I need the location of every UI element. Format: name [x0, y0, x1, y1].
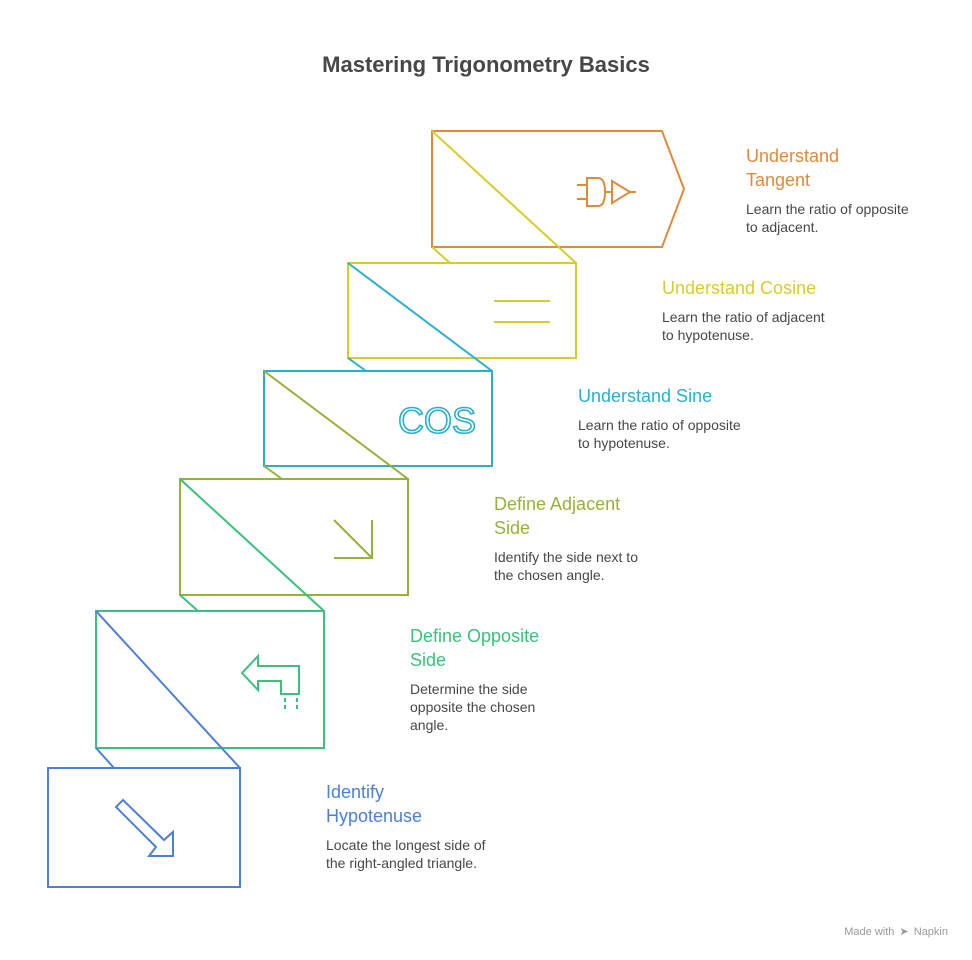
step-description: Learn the ratio of adjacent to hypotenus…: [662, 309, 825, 343]
step-description: Learn the ratio of opposite to hypotenus…: [578, 417, 741, 451]
turn-left-arrow-icon: [240, 653, 300, 712]
step-sine-fold-base: [263, 465, 283, 480]
step-tangent-fold-base: [431, 246, 451, 264]
step-tangent-box: [431, 130, 686, 248]
step-sine-text: Understand Sine Learn the ratio of oppos…: [578, 384, 741, 452]
step-title: Define Adjacent Side: [494, 494, 621, 538]
step-sine-box: [263, 370, 493, 467]
step-title: Identify Hypotenuse: [326, 782, 423, 826]
diagonal-arrow-icon: [114, 798, 174, 857]
step-description: Learn the ratio of opposite to adjacent.: [746, 201, 909, 235]
step-tangent-text: Understand Tangent Learn the ratio of op…: [746, 144, 909, 236]
step-description: Locate the longest side of the right-ang…: [326, 837, 486, 871]
step-cosine-box: [347, 262, 577, 359]
equals-icon: [494, 300, 550, 323]
step-adjacent-box: [179, 478, 409, 596]
step-adjacent-fold: [179, 478, 325, 612]
step-opposite-fold-base: [95, 747, 115, 769]
step-title: Understand Tangent: [746, 146, 840, 190]
step-adjacent-text: Define Adjacent Side Identify the side n…: [494, 492, 638, 584]
step-cosine-text: Understand Cosine Learn the ratio of adj…: [662, 276, 825, 344]
step-description: Determine the side opposite the chosen a…: [410, 681, 536, 733]
arrow-down-right-icon: [333, 519, 373, 559]
step-cosine-fold-base: [347, 357, 367, 372]
napkin-watermark: Made with ➤ Napkin: [844, 926, 948, 938]
step-opposite-box: [95, 610, 325, 749]
cos-text-icon: COS: [398, 400, 476, 441]
step-title: Understand Cosine: [662, 278, 817, 298]
step-opposite-text: Define Opposite Side Determine the side …: [410, 624, 539, 734]
step-title: Understand Sine: [578, 386, 713, 406]
page-title: Mastering Trigonometry Basics: [322, 52, 650, 77]
step-hypotenuse-box: [47, 767, 241, 888]
step-tangent-fold: [431, 130, 577, 264]
napkin-logo-icon: ➤: [899, 926, 909, 938]
step-cosine-fold: [347, 262, 493, 372]
step-sine-fold: [263, 370, 409, 480]
step-adjacent-fold-base: [179, 594, 199, 612]
step-opposite-fold: [95, 610, 241, 769]
step-title: Define Opposite Side: [410, 626, 540, 670]
step-hypotenuse-text: Identify Hypotenuse Locate the longest s…: [326, 780, 486, 872]
logic-gate-icon: [577, 177, 636, 207]
step-description: Identify the side next to the chosen ang…: [494, 549, 638, 583]
